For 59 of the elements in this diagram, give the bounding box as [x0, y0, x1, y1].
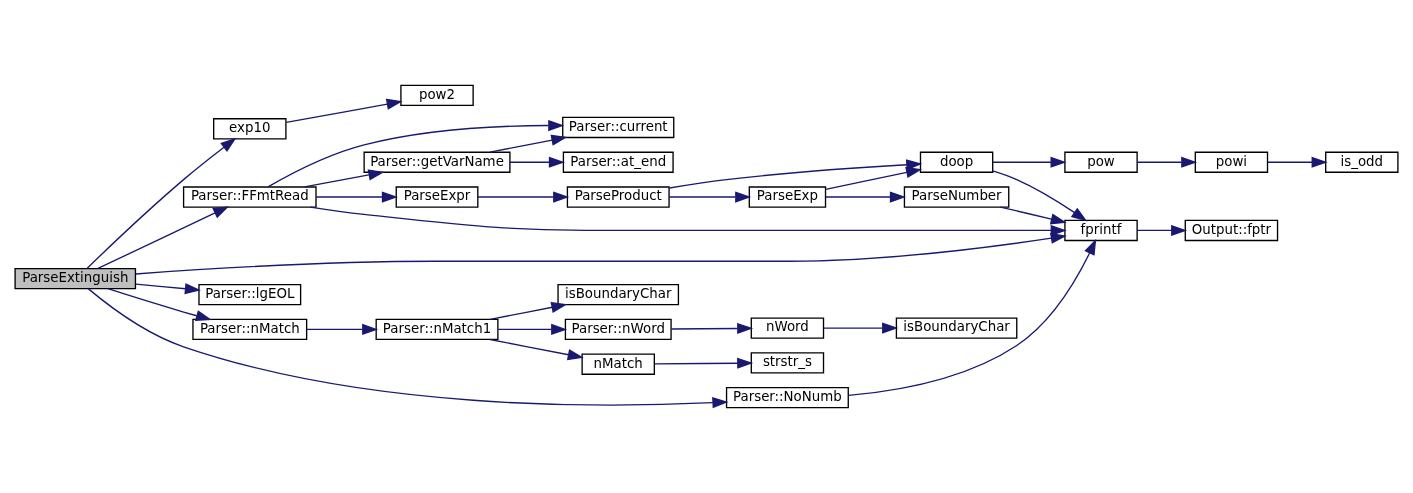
arrow	[306, 323, 379, 336]
node-box: Output::fptr	[1184, 219, 1279, 242]
arrow	[489, 134, 568, 153]
arrow	[477, 191, 570, 203]
node-box: is_odd	[1325, 151, 1399, 173]
arrow	[86, 137, 237, 270]
node-box: isBoundaryChar	[557, 283, 680, 306]
arrow	[825, 191, 906, 203]
node-box: ParseNumber	[903, 186, 1010, 208]
node-box: ParseProduct	[566, 186, 670, 208]
node-box: nWord	[750, 317, 825, 339]
arrow	[107, 288, 212, 322]
node-box: fprintf	[1064, 219, 1138, 242]
node-box: ParseExtinguish	[14, 267, 137, 290]
node-box: Parser::getVarName	[363, 151, 511, 173]
arrow	[992, 170, 1088, 222]
node-box: Parser::lgEOL	[198, 283, 302, 306]
node-box: nMatch	[581, 353, 655, 375]
arrow	[315, 191, 398, 203]
arrow	[1267, 156, 1328, 168]
arrow	[1136, 224, 1188, 237]
node-box: powi	[1194, 151, 1269, 173]
node-box: Parser::NoNumb	[725, 386, 849, 409]
arrow	[668, 159, 923, 189]
node-box: ParseExpr	[395, 186, 479, 208]
arrow	[285, 98, 403, 124]
node-box: pow2	[400, 84, 474, 107]
arrow	[823, 322, 899, 334]
arrow	[87, 287, 729, 409]
arrow	[489, 301, 568, 321]
node-box: Parser::nMatch1	[375, 318, 499, 341]
node-box: doop	[919, 151, 994, 173]
arrow	[999, 206, 1067, 225]
arrow	[267, 119, 565, 188]
node-box: Parser::current	[562, 116, 675, 139]
arrow	[135, 283, 201, 295]
arrow	[489, 338, 584, 361]
node-box: ParseExp	[748, 186, 827, 208]
arrow	[668, 191, 752, 203]
node-box: strstr_s	[750, 352, 825, 374]
node-box: Parser::FFmtRead	[182, 186, 317, 208]
node-box: exp10	[213, 118, 287, 140]
node-box: Parser::nWord	[564, 318, 672, 341]
arrow	[670, 322, 754, 335]
arrow	[509, 156, 565, 168]
node-box: isBoundaryChar	[895, 317, 1018, 339]
arrow	[825, 166, 923, 190]
arrow	[97, 206, 230, 270]
arrow	[992, 156, 1067, 168]
arrow	[309, 206, 1067, 237]
node-box: Parser::nMatch	[192, 318, 308, 341]
arrow	[135, 232, 1067, 275]
arrow	[1136, 156, 1198, 168]
arrow	[303, 169, 385, 188]
node-box: pow	[1064, 151, 1138, 173]
arrow	[497, 323, 568, 336]
arrow	[653, 357, 754, 369]
node-box: Parser::at_end	[562, 151, 674, 173]
arrow	[847, 238, 1097, 397]
